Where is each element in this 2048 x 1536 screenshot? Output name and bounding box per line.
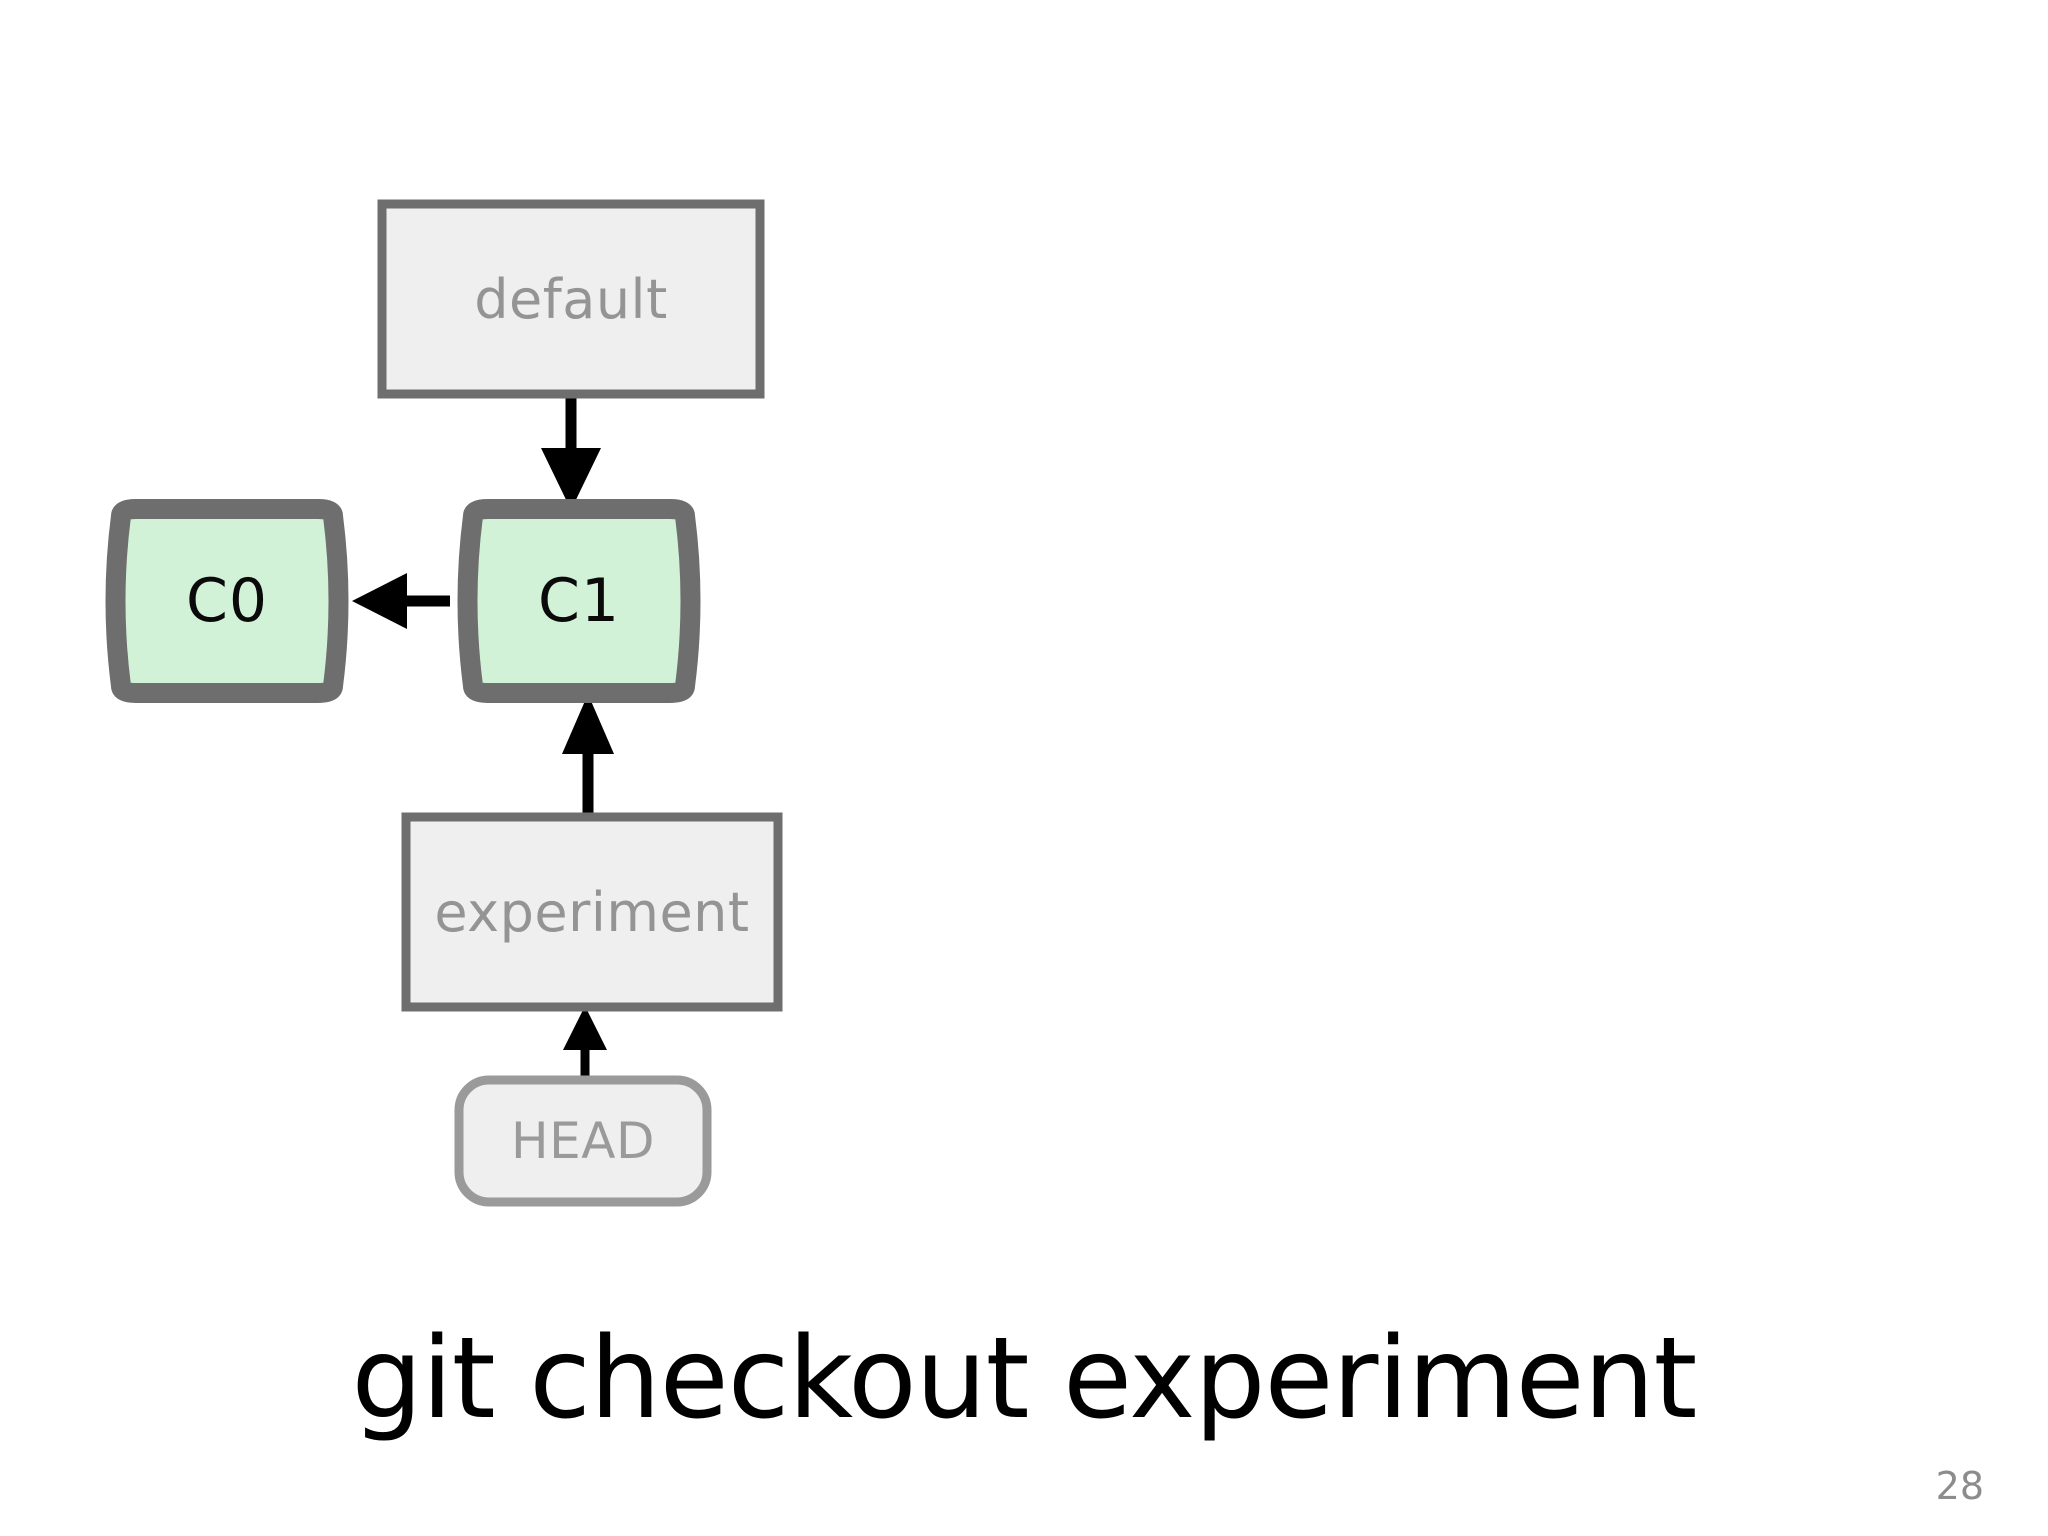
- node-default-shape[interactable]: [377, 199, 765, 399]
- edge-c1-to-c0: [352, 573, 450, 629]
- edge-default-to-c1: [541, 398, 601, 510]
- arrow-up-icon: [563, 1006, 607, 1050]
- node-head[interactable]: [454, 1075, 712, 1207]
- arrow-up-icon: [562, 694, 614, 754]
- node-default[interactable]: [377, 199, 765, 399]
- node-experiment-shape[interactable]: [401, 812, 783, 1012]
- arrow-left-icon: [352, 573, 407, 629]
- edge-experiment-to-c1: [562, 694, 614, 813]
- edge-head-to-experiment: [563, 1006, 607, 1076]
- node-c0[interactable]: [105, 499, 349, 703]
- node-c1[interactable]: [457, 499, 701, 703]
- node-head-shape[interactable]: [454, 1075, 712, 1207]
- slide-caption: git checkout experiment: [351, 1314, 1698, 1444]
- arrow-down-icon: [541, 448, 601, 510]
- page-number: 28: [1935, 1464, 1984, 1508]
- node-c1-shape[interactable]: [457, 499, 701, 703]
- node-c0-shape[interactable]: [105, 499, 349, 703]
- node-experiment[interactable]: [401, 812, 783, 1012]
